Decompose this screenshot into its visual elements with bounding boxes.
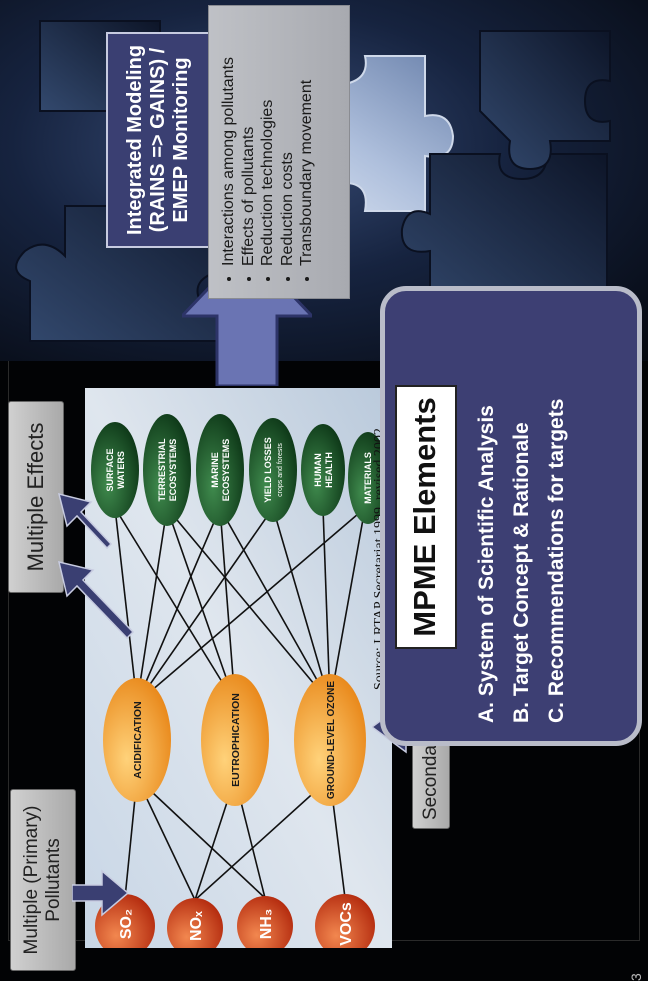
- list-item: Reduction costs: [278, 6, 298, 266]
- process-node-eutrophication: [201, 674, 269, 806]
- modeling-title-line-2: (RAINS => GAINS) /: [146, 47, 169, 233]
- mpme-title: MPME Elements: [395, 385, 457, 649]
- process-label: ACIDIFICATION: [132, 701, 144, 778]
- effect-label: HUMAN: [313, 453, 323, 487]
- pollutant-label: NH₃: [258, 909, 275, 940]
- primary-pollutants-label: Multiple (Primary) Pollutants: [10, 789, 76, 971]
- pollution-effects-diagram: SO₂ NOₓ NH₃ VOCs ACIDIFICATION EUTROPHIC…: [85, 388, 392, 958]
- effect-label: TERRESTRIAL: [157, 438, 167, 502]
- modeling-title-line-3: EMEP Monitoring: [169, 57, 192, 223]
- mpme-elements-panel: MPME Elements A. System of Scientific An…: [380, 286, 642, 746]
- effect-label: MATERIALS: [363, 452, 373, 504]
- integrated-modeling-list: Interactions among pollutants Effects of…: [208, 5, 350, 299]
- page-number: 3: [628, 973, 644, 981]
- primary-pollutants-line-2: Pollutants: [43, 838, 64, 922]
- effect-label: YIELD LOSSES: [263, 437, 273, 503]
- effect-node-surface-waters: [91, 422, 139, 518]
- process-nodes: ACIDIFICATION EUTROPHICATION GROUND-LEVE…: [103, 674, 366, 806]
- pollutant-label: VOCs: [338, 902, 355, 946]
- list-item: Transboundary movement: [297, 6, 317, 266]
- arrow-to-effects-1-icon: [57, 560, 135, 640]
- mpme-item: C. Recommendations for targets: [545, 398, 568, 723]
- diagram-svg: SO₂ NOₓ NH₃ VOCs ACIDIFICATION EUTROPHIC…: [85, 388, 392, 958]
- primary-pollutants-line-1: Multiple (Primary): [21, 805, 42, 955]
- list-item: Interactions among pollutants: [219, 6, 239, 266]
- effect-node-terrestrial: [143, 414, 191, 526]
- effect-label: ECOSYSTEMS: [168, 439, 178, 502]
- effect-node-human-health: [301, 424, 345, 516]
- process-node-acidification: [103, 678, 171, 802]
- mpme-item: A. System of Scientific Analysis: [475, 405, 498, 723]
- effect-label: ECOSYSTEMS: [221, 439, 231, 502]
- process-node-ozone: [294, 674, 366, 806]
- pollutant-label: NOₓ: [188, 911, 205, 941]
- effect-label: HEALTH: [324, 452, 334, 488]
- sky-background: [85, 388, 392, 948]
- effect-node-materials: [348, 432, 388, 524]
- pollutant-label: SO₂: [118, 909, 135, 939]
- pollutant-node-nox: [167, 898, 223, 958]
- pollutant-node-so2: [95, 894, 155, 958]
- process-label: EUTROPHICATION: [230, 693, 242, 787]
- process-label: GROUND-LEVEL OZONE: [326, 681, 337, 799]
- mpme-items: A. System of Scientific Analysis B. Targ…: [469, 399, 574, 723]
- arrow-to-so2-icon: [72, 869, 128, 917]
- effect-node-marine: [196, 414, 244, 526]
- pollutant-node-nh3: [237, 896, 293, 956]
- effect-nodes: SURFACE WATERS TERRESTRIAL ECOSYSTEMS MA…: [91, 414, 388, 526]
- integrated-modeling-header: Integrated Modeling (RAINS => GAINS) / E…: [106, 32, 210, 248]
- effect-node-yield-losses: [249, 418, 297, 522]
- list-item: Effects of pollutants: [239, 6, 259, 266]
- pollutant-nodes: SO₂ NOₓ NH₃ VOCs: [95, 894, 375, 958]
- effect-label: MARINE: [210, 452, 220, 488]
- arrow-to-effects-2-icon: [57, 492, 113, 550]
- modeling-title-line-1: Integrated Modeling: [123, 45, 146, 235]
- effect-label: WATERS: [116, 451, 126, 489]
- effect-label: SURFACE: [105, 448, 115, 491]
- mpme-item: B. Target Concept & Rationale: [510, 422, 533, 723]
- list-item: Reduction technologies: [258, 6, 278, 266]
- effect-label: crops and forests: [277, 443, 284, 497]
- pollutant-node-vocs: [315, 894, 375, 958]
